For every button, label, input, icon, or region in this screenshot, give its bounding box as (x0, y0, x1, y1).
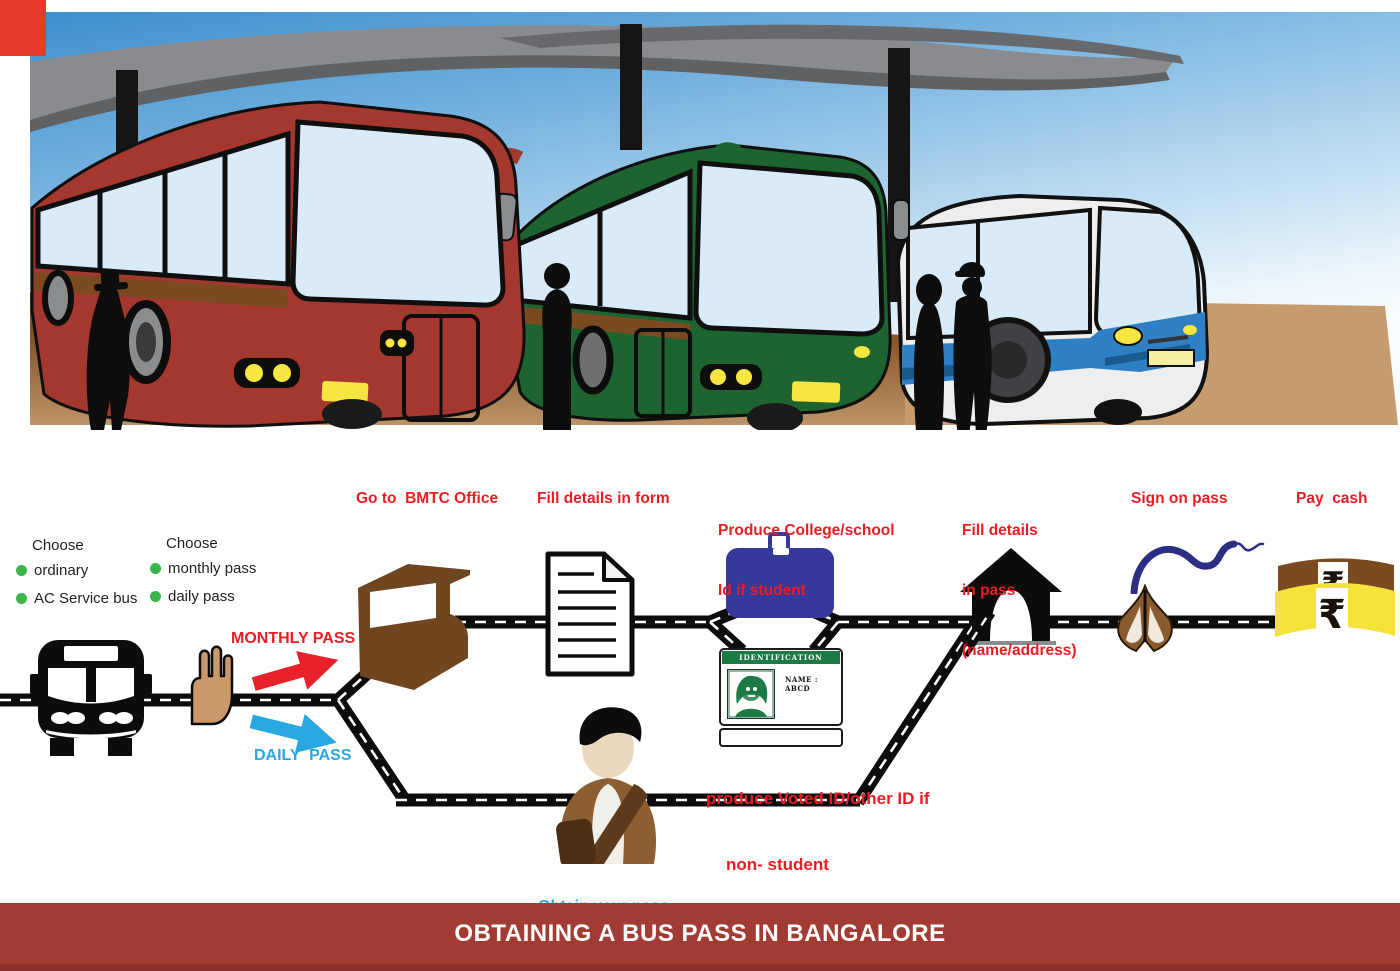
pass-option-monthly: monthly pass (150, 560, 256, 577)
step-sign-on-pass-label: Sign on pass (1131, 490, 1228, 507)
banner-bottom-strip (0, 964, 1400, 971)
id-card-header: IDENTIFICATION (722, 651, 840, 664)
woman-portrait-icon (728, 670, 774, 718)
pen-nib-icon (1117, 584, 1173, 653)
step-bmtc-office-label: Go to BMTC Office (356, 490, 499, 507)
ink-swirl-icon (1130, 540, 1265, 594)
monthly-pass-branch-label: MONTHLY PASS (231, 630, 356, 647)
license-plate (1147, 349, 1195, 367)
person-walking-hat (86, 271, 130, 430)
step-produce-voter-id-label: produce Voted ID/other ID if non- studen… (706, 744, 930, 920)
wheel (42, 270, 74, 326)
person-standing (542, 263, 572, 430)
red-corner-tab (0, 0, 46, 56)
bus-station-scene (0, 0, 1400, 430)
choose-pass-title: Choose (166, 535, 218, 552)
hailing-hand-icon (190, 645, 234, 726)
conductor-icon (556, 707, 657, 864)
id-card-name: NAME : ABCD (785, 675, 818, 693)
label-line: Fill details (962, 522, 1038, 539)
headlight (710, 369, 726, 385)
label-line: Produce College/school (718, 522, 895, 539)
bus-option-ac: AC Service bus (16, 590, 137, 607)
title-banner: OBTAINING A BUS PASS IN BANGALORE (0, 903, 1400, 971)
monthly-pass-arrow-icon (251, 651, 339, 691)
id-card-body: IDENTIFICATION NAME : ABCD (719, 648, 843, 726)
identification-card: IDENTIFICATION NAME : ABCD (719, 648, 843, 747)
choose-bus-title: Choose (32, 537, 84, 554)
choose-bus-type-block: Choose ordinary AC Service bus (16, 537, 137, 607)
bullet-icon (150, 591, 161, 602)
pass-option-label: daily pass (168, 588, 235, 605)
college-id-card-icon (726, 532, 834, 618)
license-plate (791, 381, 841, 403)
choose-pass-type-block: Choose monthly pass daily pass (150, 535, 256, 605)
wheel (572, 325, 614, 395)
bullet-icon (16, 593, 27, 604)
id-card-photo (727, 669, 775, 719)
bullet-icon (16, 565, 27, 576)
label-line: non- student (726, 855, 829, 874)
form-document-icon (545, 551, 635, 677)
person-woman (913, 274, 945, 430)
step-produce-college-id-label: Produce College/school Id if student (718, 481, 895, 641)
green-bus (506, 142, 910, 430)
bus-option-label: AC Service bus (34, 590, 138, 607)
headlight (1113, 326, 1143, 346)
step-fill-form-label: Fill details in form (537, 490, 670, 507)
daily-pass-arrow-icon (249, 714, 337, 753)
id-card-footer (719, 728, 843, 747)
label-line: produce Voted ID/other ID if (706, 789, 930, 808)
step-pay-cash-label: Pay cash (1296, 490, 1368, 507)
road-stub (957, 608, 996, 658)
people-silhouettes (86, 262, 992, 430)
person-man-cap (953, 262, 992, 430)
pass-option-label: monthly pass (168, 560, 257, 577)
cash-notes-icon: ₹ ₹ (1275, 558, 1395, 638)
banner-title: OBTAINING A BUS PASS IN BANGALORE (454, 920, 946, 947)
bus-option-ordinary: ordinary (16, 562, 137, 579)
bullet-icon (150, 563, 161, 574)
red-bus (30, 100, 526, 429)
label-line: (name/address) (962, 642, 1077, 659)
rupee-icon: ₹ (1318, 592, 1346, 638)
bus-door (402, 314, 480, 422)
label-line: in pass (962, 582, 1016, 599)
headlight (245, 364, 263, 382)
bus-option-label: ordinary (34, 562, 89, 579)
bmtc-office-kiosk-icon (358, 564, 470, 690)
pass-option-daily: daily pass (150, 588, 256, 605)
front-bus-icon (30, 640, 152, 756)
canopy-pillar (620, 24, 642, 150)
bus-door (634, 328, 692, 418)
step-fill-pass-label: Fill details in pass (name/address) (962, 481, 1077, 701)
daily-pass-branch-label: DAILY PASS (254, 747, 352, 764)
label-line: Id if student (718, 582, 806, 599)
license-plate (321, 380, 369, 404)
